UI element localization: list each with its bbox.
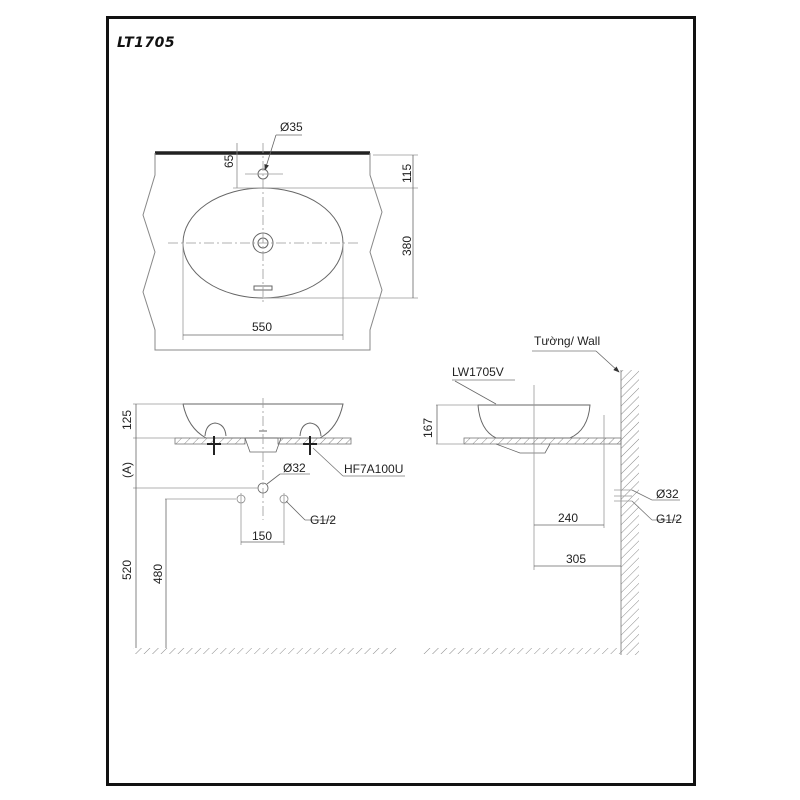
model-title: LT1705 [117,35,176,51]
label-basin-width: 550 [252,320,272,334]
label-basin-depth: 380 [400,236,414,256]
label-supply-height: 480 [151,564,165,584]
label-basin-center-to-wall: 305 [566,552,586,566]
countertop-outline [142,153,383,351]
side-view [422,350,680,655]
drawing-frame [106,16,696,786]
label-back-to-basin: 115 [400,164,414,183]
label-supply-spacing: 150 [252,529,272,543]
label-front-basin-height: 125 [120,410,134,430]
top-view [142,134,418,351]
label-wall: Tường/ Wall [534,334,600,348]
front-view [133,398,405,654]
label-drain-to-wall: 240 [558,511,578,525]
label-basin-model: LW1705V [452,365,504,379]
label-install-height-var: (A) [120,462,134,478]
label-side-supply: G1/2 [656,512,682,526]
label-front-drain: Ø32 [283,461,306,475]
label-faucet-offset: 65 [222,154,236,168]
label-side-basin-height: 167 [421,418,435,438]
label-faucet-hole: Ø35 [280,120,303,134]
label-bracket-model: HF7A100U [344,462,403,476]
label-front-supply: G1/2 [310,513,336,527]
label-drain-height: 520 [120,560,134,580]
label-side-drain: Ø32 [656,487,679,501]
